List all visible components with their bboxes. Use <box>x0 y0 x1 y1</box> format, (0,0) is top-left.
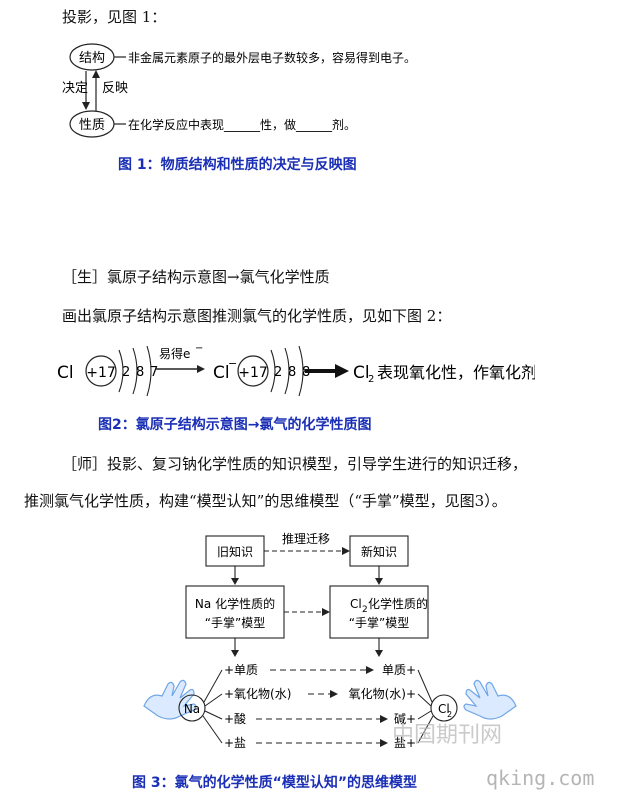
cl-model-sub: 2 <box>362 605 368 615</box>
cl-shell-arc-1 <box>118 349 124 393</box>
cl-shell-arc-3 <box>146 345 152 397</box>
cl-shell-3: 7 <box>150 365 158 380</box>
right-hand-icon <box>463 679 517 720</box>
figure-2-caption: 图2：氯原子结构示意图→氯气的化学性质图 <box>98 417 372 433</box>
arrow-label: 易得e <box>159 346 190 361</box>
left-hand-icon <box>143 679 197 720</box>
intro-line: 投影，见图 1： <box>62 8 167 26</box>
ion-symbol: Cl <box>213 363 230 383</box>
cl-model-box <box>329 585 429 639</box>
property-desc: 在化学反应中表现______性，做______剂。 <box>128 117 356 132</box>
figure-1-caption: 图 1：物质结构和性质的决定与反映图 <box>118 157 357 173</box>
teacher-line-1: ［师］投影、复习钠化学性质的知识模型，引导学生进行的知识迁移， <box>62 455 528 473</box>
ion-shell-1: 2 <box>274 365 282 380</box>
ion-nucleus-circle <box>237 355 269 387</box>
cl-shell-2: 8 <box>136 365 144 380</box>
student-line: ［生］氯原子结构示意图→氯气化学性质 <box>62 268 330 286</box>
result-arrowhead <box>335 364 349 378</box>
transfer-row-2-head <box>330 690 338 698</box>
draw-line: 画出氯原子结构示意图推测氯气的化学性质，见如下图 2： <box>62 307 452 325</box>
decide-arrowhead <box>82 102 90 110</box>
structure-desc: 非金属元素原子的最外层电子数较多，容易得到电子。 <box>128 50 416 65</box>
cl2-sub: 2 <box>368 374 374 385</box>
figure-2-diagram: Cl +17 2 8 7 易得e − Cl − +17 2 8 8 Cl 2 表… <box>57 343 535 397</box>
cl2-branch-3 <box>417 710 432 720</box>
old-knowledge: 旧知识 <box>217 545 253 559</box>
cl2-branch-2 <box>417 693 432 707</box>
cl2-branch-1 <box>417 669 433 703</box>
cl-nucleus-circle <box>85 355 117 387</box>
cl2-item-3: 碱+ <box>394 712 416 726</box>
arrow-label-sup: − <box>195 343 203 354</box>
ion-shell-arc-2 <box>284 347 290 395</box>
decides-label: 决定 <box>62 81 88 96</box>
old-down-arrowhead <box>231 578 239 585</box>
cl-model-rest: 化学性质的 <box>368 596 428 611</box>
ion-shell-arc-3 <box>298 345 304 397</box>
new-knowledge: 新知识 <box>361 544 397 559</box>
result-text: 表现氧化性，作氧化剂 <box>377 363 535 382</box>
na-model-line-1: Na 化学性质的 <box>195 596 275 611</box>
cl-model-line-2: “手掌”模型 <box>349 616 409 630</box>
teacher-line-2: 推测氯气化学性质，构建“模型认知”的思维模型（“手掌”模型，见图3）。 <box>24 492 507 510</box>
watermark-url: qking.com <box>486 766 595 790</box>
na-circle <box>178 694 206 722</box>
na-branch-3 <box>204 710 223 720</box>
model-transfer-arrowhead <box>322 608 330 616</box>
figure-3-diagram: 旧知识 新知识 推理迁移 Na 化学性质的 “手掌”模型 Cl 2 化学性质的 … <box>143 532 517 750</box>
na-branch-4 <box>202 715 223 744</box>
na-branch-2 <box>204 693 223 707</box>
na-model-down-arrowhead <box>231 650 239 657</box>
figure-1-diagram: 结构 非金属元素原子的最外层电子数较多，容易得到电子。 决定 反映 性质 在化学… <box>62 43 416 138</box>
gain-arrowhead <box>197 365 205 373</box>
na-item-1: +单质 <box>224 663 258 677</box>
cl2-label-sub: 2 <box>447 710 452 719</box>
property-label: 性质 <box>79 118 105 133</box>
na-label: Na <box>184 702 200 716</box>
cl2-item-4: 盐+ <box>394 736 416 750</box>
ion-shell-2: 8 <box>288 365 296 380</box>
cl-nucleus: +17 <box>86 365 116 381</box>
cl-shell-1: 2 <box>122 365 130 380</box>
transfer-arrowhead <box>342 547 350 555</box>
watermark-text: 中国期刊网 <box>392 723 502 748</box>
cl2-item-1: 单质+ <box>382 663 416 677</box>
ion-nucleus: +17 <box>238 365 268 381</box>
cl2-item-2: 氧化物(水)+ <box>349 687 416 701</box>
ion-sup: − <box>228 357 237 370</box>
na-branch-1 <box>203 669 223 703</box>
reflects-label: 反映 <box>102 81 128 96</box>
new-down-arrowhead <box>375 578 383 585</box>
transfer-row-4-head <box>380 739 388 747</box>
cl2-branch-4 <box>417 715 434 744</box>
ion-shell-arc-1 <box>270 349 276 393</box>
cl2-symbol: Cl <box>353 363 370 383</box>
transfer-row-3-head <box>380 715 388 723</box>
na-item-3: +酸 <box>224 711 246 726</box>
reflect-arrowhead <box>92 70 100 78</box>
transfer-label: 推理迁移 <box>282 532 330 546</box>
figure-3-caption: 图 3：氯气的化学性质“模型认知”的思维模型 <box>132 775 418 791</box>
cl-model-down-arrowhead <box>375 650 383 657</box>
na-item-2: +氧化物(水) <box>224 687 291 701</box>
cl2-label: Cl <box>438 702 450 716</box>
cl-symbol: Cl <box>57 363 74 383</box>
cl2-circle <box>430 694 458 722</box>
structure-label: 结构 <box>79 51 105 66</box>
cl-model-cl: Cl <box>350 597 362 611</box>
cl-shell-arc-2 <box>132 347 138 395</box>
na-item-4: +盐 <box>224 736 246 750</box>
transfer-row-1-head <box>366 666 374 674</box>
na-model-line-2: “手掌”模型 <box>205 616 265 630</box>
na-model-box <box>185 585 285 639</box>
